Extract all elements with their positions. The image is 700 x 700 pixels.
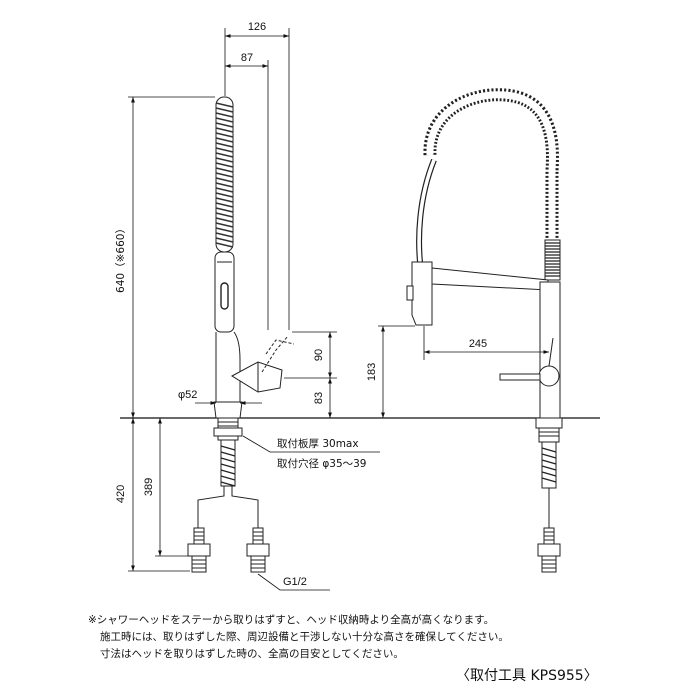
dim-245: 245 <box>469 338 487 350</box>
side-view-dimensions <box>128 28 380 591</box>
front-view-dimensions <box>378 325 549 418</box>
dim-87: 87 <box>241 52 253 64</box>
side-view-faucet <box>187 96 295 573</box>
front-view-faucet <box>406 88 563 573</box>
dim-640: 640（※660） <box>115 223 127 293</box>
note-line-2: 施工時には、取りはずした際、周辺設備と干渉しない十分な高さを確保してください。 <box>100 631 509 643</box>
dim-389: 389 <box>143 478 155 496</box>
dim-83: 83 <box>313 392 325 404</box>
callout-thread: G1/2 <box>283 576 307 588</box>
dim-126: 126 <box>248 21 266 33</box>
note-line-1: ※シャワーヘッドをステーから取りはずすと、ヘッド収納時より全高が高くなります。 <box>88 614 495 626</box>
dim-phi52: φ52 <box>178 389 197 401</box>
dim-420: 420 <box>115 485 127 503</box>
note-line-3: 寸法はヘッドを取りはずした時の、全高の目安としてください。 <box>100 648 404 660</box>
dim-183: 183 <box>366 363 378 381</box>
notes-block: ※シャワーヘッドをステーから取りはずすと、ヘッド収納時より全高が高くなります。 … <box>88 612 509 663</box>
callout-mount-hole: 取付穴径 φ35～39 <box>277 457 367 470</box>
dim-90: 90 <box>313 349 325 361</box>
tool-label: 〈取付工具 KPS955〉 <box>456 668 598 684</box>
callout-mount-thickness: 取付板厚 30max <box>277 437 359 450</box>
